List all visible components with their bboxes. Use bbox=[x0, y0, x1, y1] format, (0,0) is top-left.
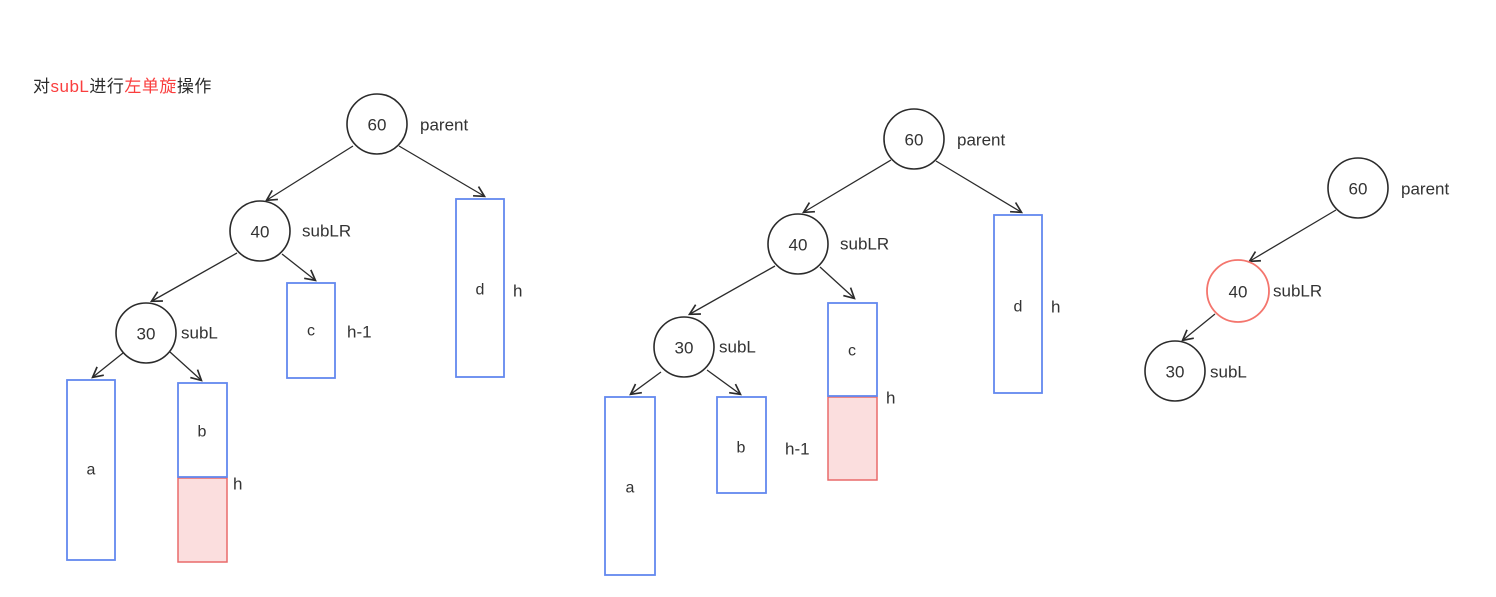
parent-label: parent bbox=[1401, 180, 1449, 199]
node-30-circle bbox=[1144, 340, 1206, 402]
node-60-circle bbox=[883, 108, 945, 170]
node-30-value: 30 bbox=[137, 325, 156, 344]
edge-subl-to-a bbox=[91, 352, 124, 379]
node-60-circle bbox=[1327, 157, 1389, 219]
subl-label: subL bbox=[719, 338, 756, 357]
subtree-b-height-label: h-1 bbox=[785, 440, 810, 459]
edge-subl-to-a bbox=[629, 371, 662, 396]
edge-parent-to-d bbox=[398, 145, 487, 198]
title-highlight-rotation: 左单旋 bbox=[124, 77, 177, 96]
node-30-value: 30 bbox=[1166, 363, 1185, 382]
node-40-value: 40 bbox=[251, 223, 270, 242]
subtree-b-height-label: h bbox=[233, 475, 242, 494]
subtree-d-rect bbox=[993, 214, 1043, 394]
subtree-b-extra-height-rect bbox=[177, 477, 228, 563]
subtree-d-height-label: h bbox=[513, 282, 522, 301]
tree-during: a b h-1 c h d h 60 parent 40 subLR 30 su… bbox=[604, 108, 1060, 576]
edge-subl-to-b bbox=[706, 369, 742, 396]
subtree-c-height-label: h-1 bbox=[347, 323, 372, 342]
title-text: 进行 bbox=[89, 77, 125, 96]
edge-parent-to-sublr bbox=[801, 159, 892, 214]
sublr-label: subLR bbox=[1273, 282, 1322, 301]
subtree-c-label: c bbox=[848, 343, 856, 360]
tree-before: a b h c h-1 d h 60 parent 40 subLR 30 su… bbox=[66, 93, 522, 563]
node-30-value: 30 bbox=[675, 339, 694, 358]
subtree-b-rect bbox=[177, 382, 228, 478]
subtree-b-label: b bbox=[198, 424, 207, 441]
diagram-title: 对subL进行左单旋操作 bbox=[33, 72, 212, 97]
edge-parent-to-sublr bbox=[264, 145, 354, 202]
subtree-d-height-label: h bbox=[1051, 298, 1060, 317]
edge-sublr-to-subl bbox=[149, 252, 238, 303]
subtree-b-rect bbox=[716, 396, 767, 494]
edge-parent-to-d bbox=[935, 160, 1024, 214]
node-30-circle bbox=[115, 302, 177, 364]
subtree-c-height-label: h bbox=[886, 389, 895, 408]
subtree-d-label: d bbox=[476, 282, 485, 299]
edge-sublr-to-subl bbox=[687, 265, 776, 316]
subtree-c-rect bbox=[286, 282, 336, 379]
node-40-value: 40 bbox=[1229, 283, 1248, 302]
node-60-value: 60 bbox=[368, 116, 387, 135]
title-text: 操作 bbox=[176, 77, 212, 96]
subtree-b-label: b bbox=[737, 440, 746, 457]
subl-label: subL bbox=[1210, 363, 1247, 382]
subtree-c-rect bbox=[827, 302, 878, 397]
edge-sublr-to-c bbox=[819, 266, 856, 300]
title-text: 对 bbox=[33, 77, 51, 96]
parent-label: parent bbox=[420, 116, 468, 135]
edge-sublr-to-c bbox=[281, 253, 317, 282]
node-40-circle-highlighted bbox=[1206, 259, 1270, 323]
subtree-d-rect bbox=[455, 198, 505, 378]
sublr-label: subLR bbox=[840, 235, 889, 254]
node-40-circle bbox=[229, 200, 291, 262]
edge-parent-to-sublr bbox=[1247, 209, 1337, 263]
subtree-a-label: a bbox=[87, 462, 96, 479]
tree-after: 60 parent 40 subLR 30 subL bbox=[1144, 157, 1449, 402]
subtree-a-rect bbox=[66, 379, 116, 561]
title-highlight-subl: subL bbox=[50, 77, 90, 96]
node-60-value: 60 bbox=[905, 131, 924, 150]
node-60-circle bbox=[346, 93, 408, 155]
edge-subl-to-b bbox=[169, 351, 203, 382]
parent-label: parent bbox=[957, 131, 1005, 150]
node-60-value: 60 bbox=[1349, 180, 1368, 199]
subtree-c-label: c bbox=[307, 323, 315, 340]
subtree-d-label: d bbox=[1014, 299, 1023, 316]
node-30-circle bbox=[653, 316, 715, 378]
subl-label: subL bbox=[181, 324, 218, 343]
node-40-value: 40 bbox=[789, 236, 808, 255]
sublr-label: subLR bbox=[302, 222, 351, 241]
subtree-c-extra-height-rect bbox=[827, 396, 878, 481]
edge-sublr-to-subl bbox=[1181, 313, 1216, 342]
subtree-a-label: a bbox=[626, 480, 635, 497]
subtree-a-rect bbox=[604, 396, 656, 576]
node-40-circle bbox=[767, 213, 829, 275]
